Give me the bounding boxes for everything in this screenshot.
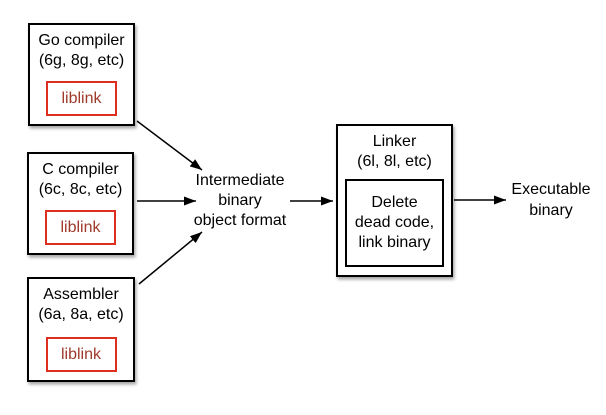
executable-binary-label: Executable binary (511, 181, 591, 219)
linker-title: Linker (6l, 8l, etc) (357, 133, 432, 170)
go-liblink-label: liblink (61, 89, 102, 107)
go-liblink-box: liblink (46, 81, 117, 116)
arrow-assembler-to-intermediate (138, 231, 203, 285)
assembler-title: Assembler (6a, 8a, etc) (38, 286, 124, 323)
intermediate-binary-object-format-label: Intermediate binary object format (193, 172, 287, 229)
node-go-compiler: Go compiler (6g, 8g, etc) liblink (28, 23, 135, 126)
node-c-compiler: C compiler (6c, 8c, etc) liblink (27, 152, 134, 255)
assembler-liblink-box: liblink (45, 337, 117, 372)
c-liblink-label: liblink (60, 218, 101, 236)
arrow-go-compiler-to-intermediate (136, 120, 203, 171)
c-compiler-title: C compiler (6c, 8c, etc) (38, 161, 123, 198)
linker-delete-dead-code-box: Delete dead code, link binary (345, 179, 444, 267)
go-compiler-title: Go compiler (6g, 8g, etc) (38, 32, 125, 69)
node-assembler: Assembler (6a, 8a, etc) liblink (27, 277, 135, 382)
c-liblink-box: liblink (45, 210, 116, 245)
linker-delete-dead-code-label: Delete dead code, link binary (354, 194, 435, 251)
node-linker: Linker (6l, 8l, etc) Delete dead code, l… (336, 124, 453, 277)
assembler-liblink-label: liblink (60, 345, 101, 363)
